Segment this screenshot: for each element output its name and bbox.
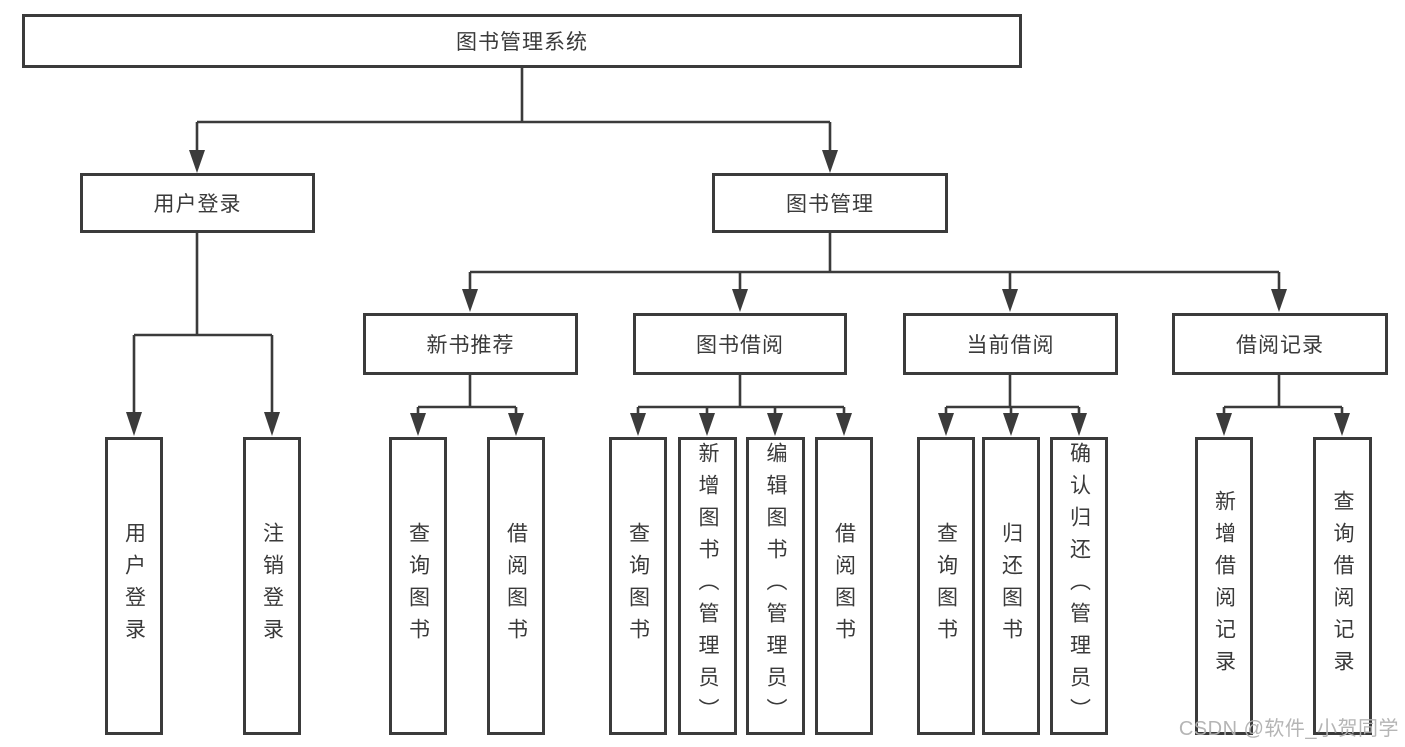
csdn-watermark: CSDN @软件_小贺同学 bbox=[1178, 718, 1399, 740]
leaf-return-books: 归还图书 bbox=[982, 437, 1040, 735]
leaf-borrow-books-2: 借阅图书 bbox=[815, 437, 873, 735]
leaf-query-books-3: 查询图书 bbox=[917, 437, 975, 735]
leaf-query-books-1: 查询图书 bbox=[389, 437, 447, 735]
node-book-management: 图书管理 bbox=[712, 173, 948, 233]
leaf-query-books-2: 查询图书 bbox=[609, 437, 667, 735]
node-book-borrow: 图书借阅 bbox=[633, 313, 847, 375]
arrow-down-icons bbox=[126, 150, 1350, 436]
leaf-borrow-books-1: 借阅图书 bbox=[487, 437, 545, 735]
leaf-query-borrow-record: 查询借阅记录 bbox=[1313, 437, 1372, 735]
node-user-login: 用户登录 bbox=[80, 173, 315, 233]
node-new-book-recommend: 新书推荐 bbox=[363, 313, 578, 375]
node-library-system: 图书管理系统 bbox=[22, 14, 1022, 68]
leaf-logout: 注销登录 bbox=[243, 437, 301, 735]
leaf-add-book-admin: 新增图书（管理员） bbox=[678, 437, 737, 735]
leaf-user-login: 用户登录 bbox=[105, 437, 163, 735]
leaf-edit-book-admin: 编辑图书（管理员） bbox=[746, 437, 805, 735]
leaf-confirm-return-admin: 确认归还（管理员） bbox=[1050, 437, 1108, 735]
node-current-borrow: 当前借阅 bbox=[903, 313, 1118, 375]
leaf-add-borrow-record: 新增借阅记录 bbox=[1195, 437, 1253, 735]
node-borrow-records: 借阅记录 bbox=[1172, 313, 1388, 375]
